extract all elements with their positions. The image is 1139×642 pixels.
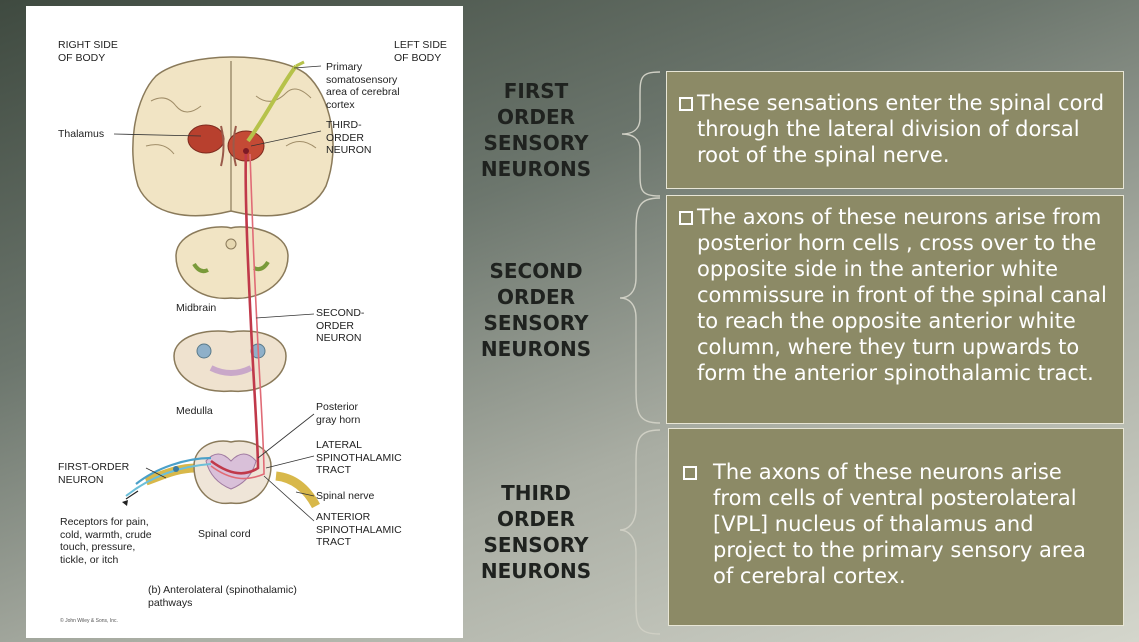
second-order-heading-text: SECOND ORDER SENSORY NEURONS [480,259,592,361]
medulla-section [173,330,287,393]
leader-lines [113,65,322,522]
third-order-description: The axons of these neurons arise from ce… [683,459,1107,589]
brace-second-order [619,197,661,424]
third-order-description-text: The axons of these neurons arise from ce… [713,460,1086,588]
primary-somatosensory-label: Primary somatosensory area of cerebral c… [326,61,400,111]
spinothalamic-pathway-diagram [113,56,334,522]
third-order-heading: THIRD ORDER SENSORY NEURONS [472,480,600,584]
spinal-nerve-label: Spinal nerve [316,490,375,502]
curly-braces [619,71,661,635]
copyright-notice: © John Wiley & Sons, Inc. [60,618,118,624]
midbrain-label: Midbrain [176,302,217,314]
medulla-label: Medulla [176,405,213,417]
ascending-pathway [210,148,265,480]
brain-section [132,56,334,217]
second-order-description-box: The axons of these neurons arise from po… [666,195,1124,424]
lateral-spinothalamic-label: LATERAL SPINOTHALAMIC TRACT [316,439,402,476]
thalamus-label: Thalamus [58,128,105,140]
first-order-neuron-label: FIRST-ORDER NEURON [58,461,130,486]
spinal-cord-label: Spinal cord [198,528,251,540]
third-order-neuron-label: THIRD- ORDER NEURON [326,119,372,156]
checkbox-bullet-icon [683,466,697,480]
first-order-description-text: These sensations enter the spinal cord t… [697,91,1105,167]
first-order-description: These sensations enter the spinal cord t… [679,90,1107,168]
figure-caption: (b) Anterolateral (spinothalamic) pathwa… [148,584,297,609]
brace-third-order [619,429,661,635]
brace-first-order [621,71,661,197]
receptors-label: Receptors for pain, cold, warmth, crude … [60,516,152,566]
anterior-spinothalamic-label: ANTERIOR SPINOTHALAMIC TRACT [316,511,402,548]
first-order-heading: FIRST ORDER SENSORY NEURONS [472,78,600,182]
checkbox-bullet-icon [679,211,693,225]
anatomy-figure: RIGHT SIDE OF BODY LEFT SIDE OF BODY Pri… [26,6,463,638]
left-side-label: LEFT SIDE OF BODY [394,39,447,64]
first-order-description-box: These sensations enter the spinal cord t… [666,71,1124,189]
third-order-heading-text: THIRD ORDER SENSORY NEURONS [480,481,592,583]
midbrain-section [175,226,289,300]
checkbox-bullet-icon [679,97,693,111]
first-order-heading-text: FIRST ORDER SENSORY NEURONS [480,79,592,181]
posterior-gray-horn-label: Posterior gray horn [316,401,361,426]
right-side-label: RIGHT SIDE OF BODY [58,39,118,64]
third-order-description-box: The axons of these neurons arise from ce… [668,428,1124,626]
second-order-description-text: The axons of these neurons arise from po… [697,205,1107,385]
second-order-heading: SECOND ORDER SENSORY NEURONS [472,258,600,362]
second-order-description: The axons of these neurons arise from po… [679,204,1107,386]
second-order-neuron-label: SECOND- ORDER NEURON [316,307,365,344]
